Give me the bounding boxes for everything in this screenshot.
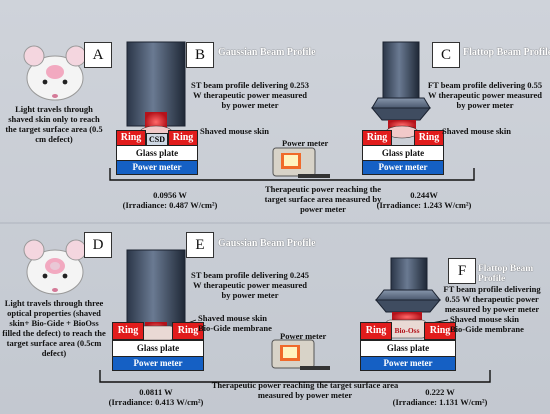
mouse-illustration-a [23,45,87,101]
flattop-upper-tube-c [382,41,420,99]
irradiance-c: (Irradiance: 1.243 W/cm²) [376,200,472,210]
middle-caption-top: Therapeutic power reaching the target su… [264,184,382,214]
panel-letter-c: C [432,42,460,68]
flattop-collar-c [371,97,431,109]
irradiance-b: (Irradiance: 0.487 W/cm²) [122,200,218,210]
membrane-label-e: Bio-Gide membrane [198,323,272,333]
power-meter-photo-label-bottom: Power meter [280,331,327,341]
ring-left-b: Ring [116,130,146,146]
flattop-nozzle-f [374,299,442,313]
skin-label-b: Shaved mouse skin [200,126,269,136]
delivery-b: ST beam profile delivering 0.253 W thera… [191,80,309,110]
laser-spot-bottom-f [392,312,422,322]
watts-e: 0.0811 W [139,387,173,397]
title-c: Flattop Beam Profile [463,47,550,58]
ring-left-c: Ring [362,130,392,146]
power-meter-c: Power meter [362,160,444,175]
glass-plate-b: Glass plate [116,145,198,161]
bracket-right-bottom [300,370,491,383]
glass-plate-f: Glass plate [360,340,456,357]
laser-spot-top-c [388,120,416,130]
panel-letter-e: E [186,232,214,258]
glass-plate-e: Glass plate [112,340,204,357]
ring-right-b: Ring [168,130,198,146]
mouse-illustration-d [23,239,87,295]
title-e: Gaussian Beam Profile [218,238,316,249]
skin-label-f: Shaved mouse skin [450,314,519,324]
irradiance-f: (Irradiance: 1.131 W/cm²) [392,397,488,407]
power-meter-device-top [272,147,330,178]
gaussian-beam-cylinder-bottom [126,249,186,337]
flattop-collar-f [374,289,442,301]
bracket-right-top [300,168,475,181]
bracket-left-bottom [99,370,300,383]
power-meter-b: Power meter [116,160,198,175]
middle-caption-bottom: Therapeutic power reaching the target su… [211,380,399,400]
ring-left-f: Ring [360,322,392,340]
power-meter-e: Power meter [112,356,204,371]
power-meter-photo-label-top: Power meter [282,138,329,148]
caption-d: Light travels through three optical prop… [2,298,106,358]
delivery-f: FT beam profile delivering 0.55 W therap… [443,284,541,314]
bracket-left-top [109,168,300,181]
delivery-e: ST beam profile delivering 0.245 W thera… [191,270,309,300]
watts-c: 0.244W [410,190,438,200]
ring-right-e: Ring [172,322,204,340]
membrane-cup-e [139,325,175,341]
ring-right-f: Ring [424,322,456,340]
caption-a: Light travels through shaved skin only t… [5,104,103,144]
watts-b: 0.0956 W [153,190,187,200]
ring-left-e: Ring [112,322,144,340]
defect-label-f: Bio-Oss [394,326,420,335]
glass-plate-c: Glass plate [362,145,444,161]
watts-f: 0.222 W [425,387,455,397]
delivery-c: FT beam profile delivering 0.55 W therap… [427,80,543,110]
irradiance-e: (Irradiance: 0.413 W/cm²) [108,397,204,407]
panel-letter-b: B [186,42,214,68]
power-meter-device-bottom [271,339,330,370]
power-meter-f: Power meter [360,356,456,371]
title-f: Flattop Beam Profile [478,264,534,284]
skin-label-c: Shaved mouse skin [442,126,511,136]
panel-letter-a: A [84,42,112,68]
panel-letter-d: D [84,232,112,258]
skin-label-e: Shaved mouse skin [198,313,267,323]
title-b: Gaussian Beam Profile [218,47,316,58]
panel-letter-f: F [448,258,476,284]
membrane-label-f: Bio-Gide membrane [450,324,524,334]
flattop-nozzle-c [370,107,432,121]
ring-right-c: Ring [414,130,444,146]
